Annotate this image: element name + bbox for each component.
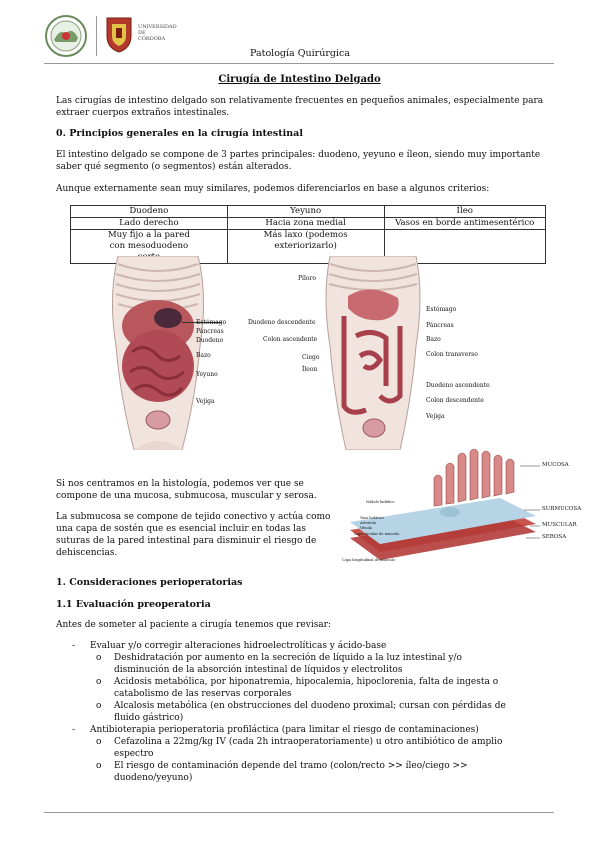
veterinary-faculty-logo [45,15,87,57]
label-stomach: Estómago [196,319,227,326]
label-circular-muscle: Capa circular de músculo [354,532,400,536]
label-ascending-duodenum: Duodeno ascendente [426,382,490,389]
label-pancreas: Páncreas [196,328,224,335]
label-cecum: Ciego [302,354,320,361]
header: UNIVERSIDAD DE CÓRDOBA Patología Quirúrg… [0,0,599,70]
section-1-1-heading: 1.1 Evaluación preoperatoria [56,599,211,610]
anatomy-figure-1: Estómago Páncreas Duodeno Bazo Yeyuno Ve… [104,255,244,451]
label-pancreas-2: Páncreas [426,322,454,329]
table-header-cell: Yeyuno [226,205,385,218]
label-ileum: Íleon [302,366,318,373]
canine-abdomen-illustration [111,255,205,451]
checklist: - Evaluar y/o corregir alteraciones hidr… [72,640,552,784]
label-transverse-colon: Colon transverso [426,351,478,358]
section-0-heading: 0. Principios generales en la cirugía in… [56,128,303,139]
bullet-icon: o [96,701,102,711]
table-header-cell: Íleo [383,205,546,218]
bullet-icon: o [96,761,102,771]
university-shield-logo [106,17,132,53]
footer-divider [44,812,554,813]
table-cell: Lado derecho [70,217,228,230]
table-header-cell: Duodeno [70,205,228,218]
label-jejunum: Yeyuno [196,371,218,378]
table-row: Muy fijo a la pared con mesoduodeno cort… [70,229,546,264]
table-row: Lado derecho Hacia zona medial Vasos en … [70,217,546,230]
label-pylorus: Píloro [298,275,316,282]
course-name: Patología Quirúrgica [250,48,350,59]
list-item: - Evaluar y/o corregir alteraciones hidr… [72,640,552,724]
canine-intestine-illustration [325,256,421,450]
label-lymph-node: Nódulo linfático [366,500,395,504]
page-title: Cirugía de Intestino Delgado [218,74,381,85]
sublist-item: o Alcalosis metabólica (en obstrucciones… [96,701,506,723]
list-item-text: Evaluar y/o corregir alteraciones hidroe… [90,641,387,651]
label-spleen-2: Bazo [426,336,441,343]
table-cell: Hacia zona medial [226,217,385,230]
label-arteriole: Arteriola [360,521,376,525]
label-lymph-vessel: Vaso linfático [360,516,384,520]
layer-muscular: MUSCULAR [542,522,577,528]
label-descending-duodenum: Duodeno descendente [248,319,316,326]
histology-paragraph-1: Si nos centramos en la histología, podem… [56,479,317,501]
label-bladder: Vejiga [196,398,215,405]
bullet-icon: o [96,653,102,663]
intestinal-wall-figure: MUCOSA SUBMUCOSA MUSCULAR SEROSA Nódulo … [340,446,581,568]
layer-mucosa: MUCOSA [542,462,569,468]
sublist-item: o El riesgo de contaminación depende del… [96,761,468,783]
sublist-item: o Deshidratación por aumento en la secre… [96,653,462,675]
anatomy-figure-2: Píloro Duodeno descendente Colon ascende… [246,256,506,450]
histology-paragraph-2: La submucosa se compone de tejido conect… [56,512,331,558]
label-spleen: Bazo [196,352,211,359]
label-longitudinal-muscle: Capa longitudinal de músculo [342,558,395,562]
section-0-paragraph-1: El intestino delgado se compone de 3 par… [56,150,541,172]
bullet-icon: o [96,737,102,747]
layer-submucosa: SUBMUCOSA [542,506,582,512]
intestinal-wall-illustration [350,448,540,560]
table-header-row: Duodeno Yeyuno Íleo [70,205,546,218]
sublist-item: o Cefazolina a 22mg/kg IV (cada 2h intra… [96,737,503,759]
label-descending-colon: Colon descendente [426,397,484,404]
section-1-lead: Antes de someter al paciente a cirugía t… [56,620,332,630]
university-name: UNIVERSIDAD DE CÓRDOBA [138,24,177,42]
bullet-icon: o [96,677,102,687]
label-venule: Vénula [360,526,372,530]
section-1-heading: 1. Consideraciones perioperatorias [56,577,243,588]
intro-paragraph: Las cirugías de intestino delgado son re… [56,96,544,118]
table-cell: Muy fijo a la pared con mesoduodeno cort… [70,229,228,264]
label-ascending-colon: Colon ascendente [263,336,318,343]
label-bladder-2: Vejiga [426,413,445,420]
list-item: - Antibioterapia perioperatoria profilác… [72,724,552,784]
label-duodenum: Duodeno [196,337,224,344]
header-divider [44,63,554,64]
table-cell: Vasos en borde antimesentérico [383,217,546,230]
section-0-paragraph-2: Aunque externamente sean muy similares, … [56,184,490,194]
sublist-item: o Acidosis metabólica, por hiponatremia,… [96,677,499,699]
label-stomach-2: Estómago [426,306,457,313]
criteria-table: Duodeno Yeyuno Íleo Lado derecho Hacia z… [70,205,546,264]
list-item-text: Antibioterapia perioperatoria profilácti… [90,725,479,735]
layer-serosa: SEROSA [542,534,567,540]
